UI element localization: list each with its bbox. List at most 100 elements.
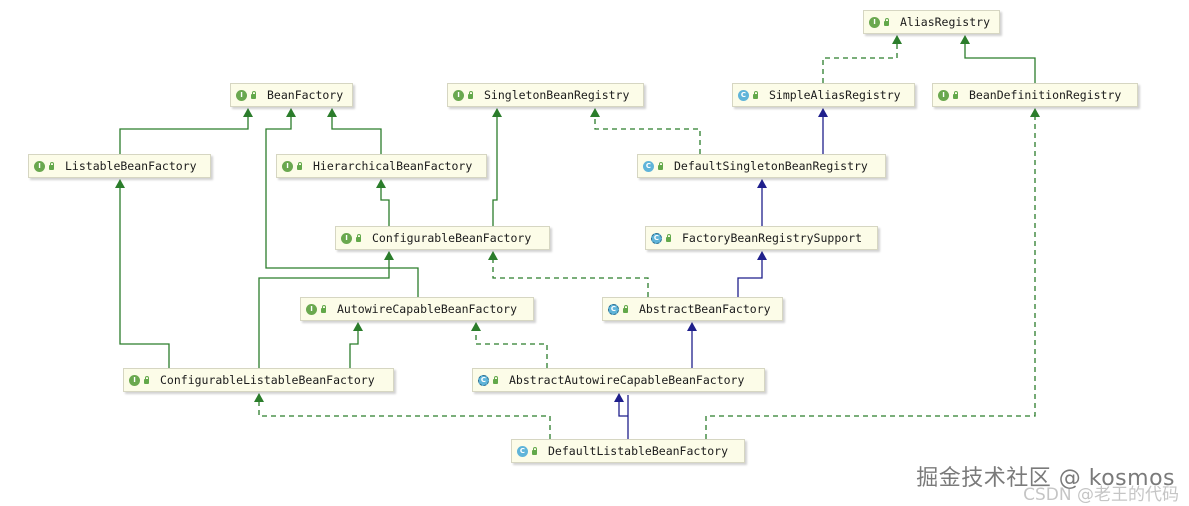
- arrowhead: [892, 35, 902, 44]
- arrowhead: [590, 108, 600, 117]
- node-autowire-capable-bean-factory[interactable]: I AutowireCapableBeanFactory: [300, 297, 534, 321]
- edge-autowire-beanfactory: [265, 110, 419, 297]
- edge-configlistable-listable: [119, 181, 170, 368]
- edge-hierarchical-beanfactory: [331, 110, 382, 154]
- visibility-icon: [492, 376, 499, 384]
- node-label: BeanDefinitionRegistry: [969, 88, 1122, 102]
- visibility-icon: [48, 162, 55, 170]
- arrowhead: [376, 179, 386, 188]
- edge-simplealiasregistry-aliasregistry: [822, 37, 898, 83]
- visibility-icon: [883, 18, 890, 26]
- visibility-icon: [296, 162, 303, 170]
- node-label: AbstractAutowireCapableBeanFactory: [509, 373, 745, 387]
- interface-icon: I: [282, 160, 293, 172]
- visibility-icon: [355, 234, 362, 242]
- interface-icon: I: [938, 89, 949, 101]
- node-hierarchical-bean-factory[interactable]: I HierarchicalBeanFactory: [276, 154, 487, 178]
- edge-configurable-hierarchical: [380, 181, 390, 226]
- abstract-class-icon: C: [478, 374, 489, 386]
- node-abstract-autowire-capable-bean-factory[interactable]: C AbstractAutowireCapableBeanFactory: [472, 368, 765, 392]
- arrowhead: [1030, 108, 1040, 117]
- node-label: BeanFactory: [267, 88, 344, 102]
- visibility-icon: [531, 447, 538, 455]
- arrowhead: [384, 251, 394, 260]
- node-singleton-bean-registry[interactable]: I SingletonBeanRegistry: [447, 83, 644, 107]
- visibility-icon: [320, 305, 327, 313]
- abstract-class-icon: C: [651, 232, 662, 244]
- node-label: DefaultListableBeanFactory: [548, 444, 729, 458]
- class-icon: C: [517, 445, 528, 457]
- edge-abstractbf-configurable: [492, 253, 649, 297]
- arrowhead: [757, 179, 767, 188]
- interface-icon: I: [306, 303, 317, 315]
- watermark-secondary: CSDN @老王的代码: [1023, 485, 1179, 505]
- node-factory-bean-registry-support[interactable]: C FactoryBeanRegistrySupport: [645, 226, 878, 250]
- node-label: AutowireCapableBeanFactory: [337, 302, 518, 316]
- edge-defaultlistable-beandefinitionregistry: [705, 110, 1036, 439]
- node-alias-registry[interactable]: I AliasRegistry: [863, 10, 1000, 34]
- node-label: HierarchicalBeanFactory: [313, 159, 473, 173]
- arrowhead: [757, 251, 767, 260]
- arrowhead: [687, 322, 697, 331]
- visibility-icon: [622, 305, 629, 313]
- edge-defaultsingleton-singletonregistry: [594, 110, 701, 154]
- edge-abstractautowire-autowire: [475, 324, 548, 368]
- visibility-icon: [143, 376, 150, 384]
- arrowhead: [960, 35, 970, 44]
- visibility-icon: [952, 91, 959, 99]
- edge-defaultlistable-configlistable: [258, 395, 551, 439]
- arrowhead: [614, 393, 624, 402]
- arrowhead: [492, 108, 502, 117]
- watermark-primary: 掘金技术社区 @ kosmos: [916, 466, 1175, 491]
- edge-configlistable-autowire: [349, 324, 359, 368]
- node-configurable-listable-bean-factory[interactable]: I ConfigurableListableBeanFactory: [123, 368, 394, 392]
- visibility-icon: [665, 234, 672, 242]
- arrowhead: [286, 108, 296, 117]
- visibility-icon: [657, 162, 664, 170]
- visibility-icon: [752, 91, 759, 99]
- edge-configlistable-configurable: [258, 253, 390, 368]
- interface-icon: I: [34, 160, 45, 172]
- interface-icon: I: [453, 89, 464, 101]
- edge-abstractbf-factorysupport: [737, 253, 763, 297]
- arrowhead: [471, 322, 481, 331]
- node-label: ConfigurableListableBeanFactory: [160, 373, 375, 387]
- node-bean-definition-registry[interactable]: I BeanDefinitionRegistry: [932, 83, 1138, 107]
- node-label: ConfigurableBeanFactory: [372, 231, 532, 245]
- node-label: SimpleAliasRegistry: [769, 88, 901, 102]
- arrowhead: [353, 322, 363, 331]
- arrowhead: [243, 108, 253, 117]
- interface-icon: I: [341, 232, 352, 244]
- class-icon: C: [738, 89, 749, 101]
- arrowhead: [115, 179, 125, 188]
- arrowhead: [327, 108, 337, 117]
- edge-configurable-singletonregistry: [492, 110, 498, 226]
- visibility-icon: [467, 91, 474, 99]
- edge-beandefinitionregistry-aliasregistry: [964, 37, 1036, 83]
- node-bean-factory[interactable]: I BeanFactory: [230, 83, 353, 107]
- interface-icon: I: [236, 89, 247, 101]
- interface-icon: I: [129, 374, 140, 386]
- arrowhead: [254, 393, 264, 402]
- relation-lines: [115, 35, 1040, 439]
- node-default-singleton-bean-registry[interactable]: C DefaultSingletonBeanRegistry: [637, 154, 886, 178]
- class-icon: C: [643, 160, 654, 172]
- node-abstract-bean-factory[interactable]: C AbstractBeanFactory: [602, 297, 783, 321]
- node-simple-alias-registry[interactable]: C SimpleAliasRegistry: [732, 83, 915, 107]
- node-label: DefaultSingletonBeanRegistry: [674, 159, 868, 173]
- node-label: AliasRegistry: [900, 15, 991, 29]
- node-listable-bean-factory[interactable]: I ListableBeanFactory: [28, 154, 211, 178]
- arrowhead: [488, 251, 498, 260]
- interface-icon: I: [869, 16, 880, 28]
- node-configurable-bean-factory[interactable]: I ConfigurableBeanFactory: [335, 226, 550, 250]
- node-label: SingletonBeanRegistry: [484, 88, 630, 102]
- abstract-class-icon: C: [608, 303, 619, 315]
- node-label: ListableBeanFactory: [65, 159, 197, 173]
- arrowhead: [818, 108, 828, 117]
- visibility-icon: [250, 91, 257, 99]
- node-default-listable-bean-factory[interactable]: C DefaultListableBeanFactory: [511, 439, 745, 463]
- edge-listable-beanfactory: [119, 110, 249, 154]
- node-label: AbstractBeanFactory: [639, 302, 771, 316]
- node-label: FactoryBeanRegistrySupport: [682, 231, 863, 245]
